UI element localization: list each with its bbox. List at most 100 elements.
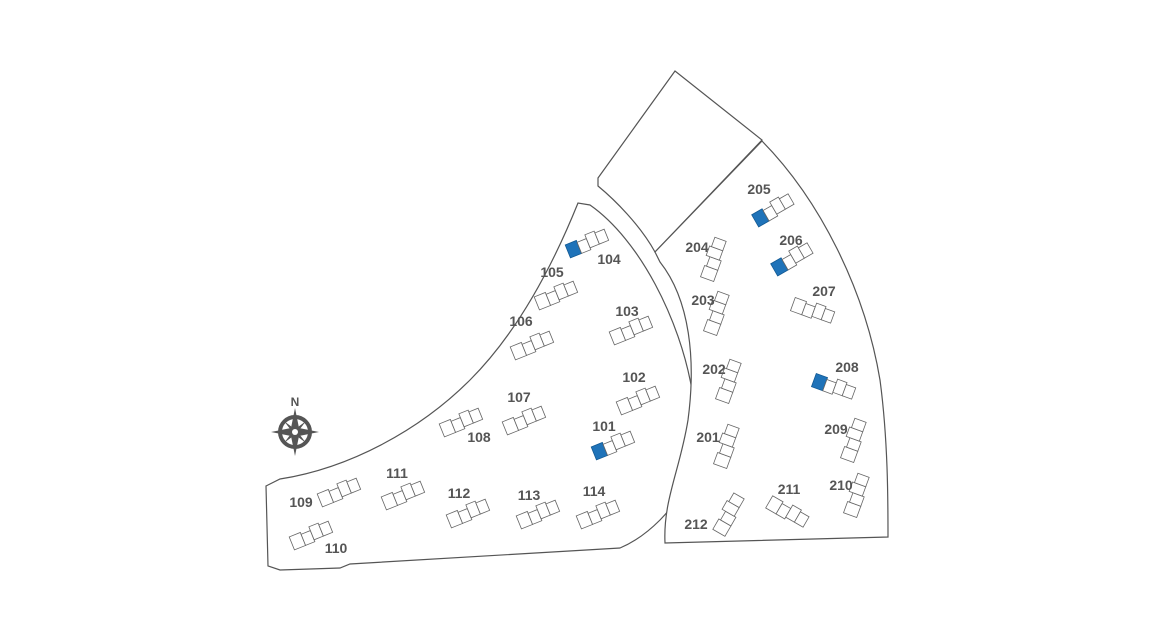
unit-label[interactable]: 111 <box>386 465 408 481</box>
building-footprint-icon[interactable] <box>438 406 484 438</box>
unit-label[interactable]: 110 <box>325 540 348 556</box>
unit-label[interactable]: 105 <box>540 264 564 280</box>
building-footprint-icon[interactable] <box>842 472 871 519</box>
building-footprint-icon[interactable] <box>770 241 814 277</box>
building-block <box>539 330 555 347</box>
unit-102[interactable]: 102 <box>615 369 661 416</box>
unit-202[interactable]: 202 <box>702 358 743 405</box>
building-footprint-icon[interactable] <box>316 476 362 508</box>
unit-label[interactable]: 203 <box>691 292 715 308</box>
unit-label[interactable]: 202 <box>702 361 726 377</box>
unit-label[interactable]: 107 <box>507 389 531 405</box>
unit-label[interactable]: 104 <box>597 251 621 267</box>
unit-label[interactable]: 102 <box>622 369 646 385</box>
building-block <box>723 423 740 439</box>
unit-207[interactable]: 207 <box>789 283 836 325</box>
unit-label[interactable]: 114 <box>583 483 606 499</box>
unit-203[interactable]: 203 <box>691 290 731 337</box>
building-block <box>725 358 742 374</box>
unit-label[interactable]: 211 <box>778 481 801 497</box>
unit-label[interactable]: 109 <box>289 494 313 510</box>
unit-103[interactable]: 103 <box>608 303 654 346</box>
building-block <box>820 307 836 324</box>
unit-212[interactable]: 212 <box>684 492 746 537</box>
unit-113[interactable]: 113 <box>515 487 561 530</box>
unit-205[interactable]: 205 <box>747 181 795 228</box>
unit-label[interactable]: 212 <box>684 516 708 532</box>
unit-114[interactable]: 114 <box>575 483 621 530</box>
building-footprint-icon[interactable] <box>590 429 636 461</box>
building-footprint-icon[interactable] <box>515 498 561 530</box>
unit-label[interactable]: 209 <box>824 421 848 437</box>
unit-label[interactable]: 207 <box>812 283 836 299</box>
building-footprint-icon[interactable] <box>699 236 728 283</box>
unit-107[interactable]: 107 <box>501 389 547 436</box>
building-footprint-icon[interactable] <box>575 498 621 530</box>
building-footprint-icon[interactable] <box>288 519 334 551</box>
building-footprint-icon[interactable] <box>615 384 661 416</box>
unit-label[interactable]: 210 <box>829 477 853 493</box>
unit-label[interactable]: 112 <box>448 485 471 501</box>
unit-label[interactable]: 106 <box>509 313 533 329</box>
unit-101[interactable]: 101 <box>590 418 636 461</box>
building-footprint-icon[interactable] <box>445 497 491 529</box>
building-block <box>853 472 870 488</box>
building-block <box>713 290 730 306</box>
compass-rose-icon: N <box>271 395 319 456</box>
building-block <box>841 383 857 400</box>
building-footprint-icon[interactable] <box>839 417 868 464</box>
unit-111[interactable]: 111 <box>380 465 426 511</box>
unit-label[interactable]: 103 <box>615 303 639 319</box>
building-block <box>793 511 810 528</box>
unit-108[interactable]: 108 <box>438 406 491 445</box>
building-footprint-icon[interactable] <box>712 423 741 470</box>
unit-106[interactable]: 106 <box>509 313 555 361</box>
unit-104[interactable]: 104 <box>564 227 621 267</box>
building-block <box>531 405 547 422</box>
building-footprint-icon[interactable] <box>702 290 731 337</box>
building-block <box>638 315 654 332</box>
unit-label[interactable]: 201 <box>696 429 720 445</box>
unit-109[interactable]: 109 <box>289 476 362 510</box>
building-footprint-icon[interactable] <box>714 358 743 405</box>
building-block <box>346 477 362 494</box>
building-footprint-icon[interactable] <box>810 372 857 401</box>
unit-label[interactable]: 208 <box>835 359 859 375</box>
unit-label[interactable]: 204 <box>685 239 709 255</box>
building-footprint-icon[interactable] <box>380 479 426 511</box>
unit-label[interactable]: 113 <box>518 487 541 503</box>
building-block <box>620 430 636 447</box>
unit-211[interactable]: 211 <box>765 481 810 529</box>
unit-206[interactable]: 206 <box>770 232 814 277</box>
building-block <box>563 280 579 297</box>
unit-label[interactable]: 205 <box>747 181 771 197</box>
building-footprint-icon[interactable] <box>711 492 746 537</box>
building-footprint-icon[interactable] <box>751 192 795 228</box>
building-footprint-icon[interactable] <box>533 279 579 311</box>
building-footprint-icon[interactable] <box>765 494 810 529</box>
units-layer: 101 102 103 104 105 106 107 108 109 110 111 112 113 1… <box>288 181 871 556</box>
building-footprint-icon[interactable] <box>509 329 555 361</box>
building-block <box>850 417 867 433</box>
building-block <box>410 480 426 497</box>
unit-112[interactable]: 112 <box>445 485 491 529</box>
building-footprint-icon[interactable] <box>564 227 610 259</box>
building-footprint-icon[interactable] <box>789 296 836 325</box>
unit-label[interactable]: 101 <box>592 418 616 434</box>
building-block <box>594 228 610 245</box>
building-block <box>778 193 795 210</box>
unit-110[interactable]: 110 <box>288 519 348 556</box>
unit-label[interactable]: 206 <box>779 232 803 248</box>
building-footprint-icon[interactable] <box>608 314 654 346</box>
unit-label[interactable]: 108 <box>467 429 491 445</box>
unit-210[interactable]: 210 <box>829 472 871 519</box>
unit-204[interactable]: 204 <box>685 236 728 283</box>
unit-201[interactable]: 201 <box>696 423 741 470</box>
left-parcel-outline <box>265 202 696 571</box>
building-footprint-icon[interactable] <box>501 404 547 436</box>
unit-209[interactable]: 209 <box>824 417 868 464</box>
unit-208[interactable]: 208 <box>810 359 859 401</box>
building-block <box>318 520 334 537</box>
unit-105[interactable]: 105 <box>533 264 579 311</box>
